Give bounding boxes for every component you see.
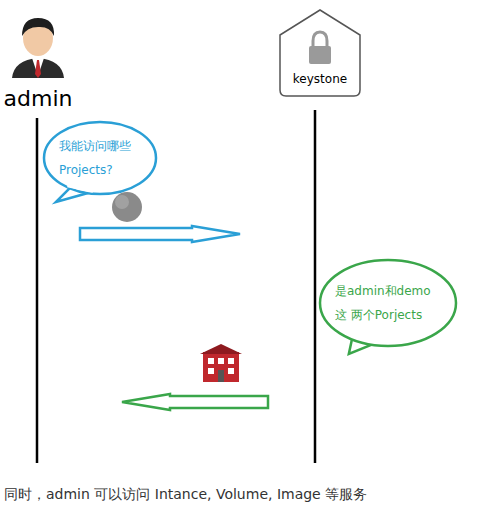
- person-icon: [12, 18, 64, 78]
- node-text: 是admin和demo这 两个Porjects: [335, 279, 441, 327]
- message-arrow: [80, 226, 240, 242]
- caption: 同时，admin 可以访问 Intance, Volume, Image 等服务: [4, 486, 367, 504]
- node-text: 我能访问哪些 Projects?: [59, 134, 141, 182]
- speech-bubble: 我能访问哪些 Projects?: [42, 120, 158, 196]
- actor-label: admin: [0, 84, 76, 114]
- keystone-lifeline: [314, 110, 317, 463]
- speech-bubble: 是admin和demo这 两个Porjects: [318, 258, 458, 348]
- admin-lifeline: [36, 118, 39, 463]
- building-icon: [200, 344, 242, 382]
- speech-bubble-outline: [42, 120, 158, 196]
- speech-bubble-outline: [318, 258, 458, 348]
- ball-icon: [112, 192, 142, 222]
- node-text: admin: [4, 86, 73, 112]
- node-text: keystone: [293, 72, 347, 86]
- message-arrow: [122, 394, 268, 410]
- keystone-box: keystone: [277, 8, 363, 98]
